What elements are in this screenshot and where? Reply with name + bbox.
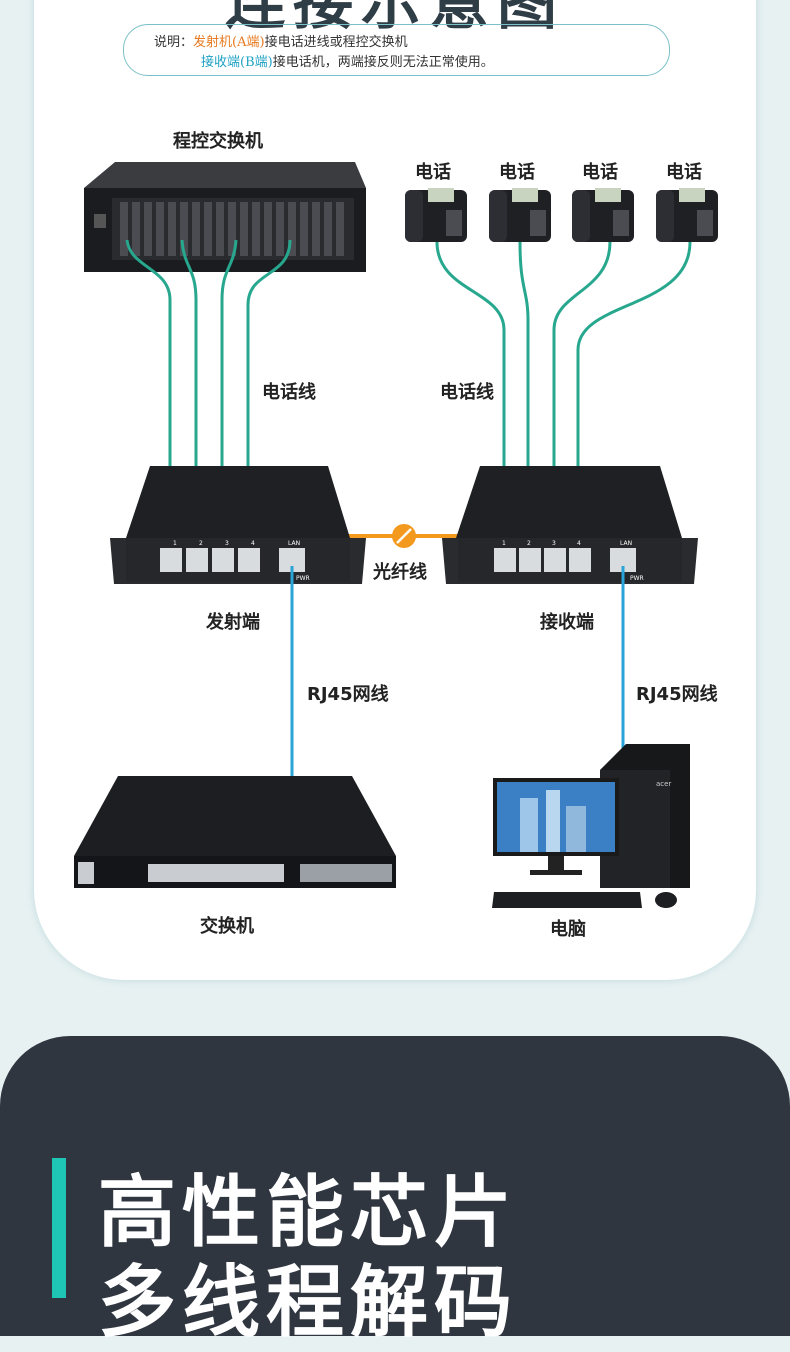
pbx-phone-wires xyxy=(125,239,292,555)
switch-label: 交换机 xyxy=(200,916,254,937)
note-line1-highlight: 发射机(A端) xyxy=(193,35,265,50)
feature-title-line1: 高性能芯片 xyxy=(98,1168,519,1258)
tx-port-2: 2 xyxy=(199,540,203,547)
receiver-device xyxy=(442,466,698,584)
rx-port-2: 2 xyxy=(527,540,531,547)
page-title: 连接示意图 xyxy=(225,0,565,38)
feature-title-line2: 多线程解码 xyxy=(98,1258,519,1348)
rx-port-3: 3 xyxy=(552,540,556,547)
pbx-label: 程控交换机 xyxy=(173,131,263,152)
receiver-label: 接收端 xyxy=(540,612,594,633)
feature-accent-bar xyxy=(52,1158,66,1298)
telephone-icon xyxy=(405,188,467,242)
phone-line-label-left: 电话线 xyxy=(262,382,316,403)
connection-diagram: 1 2 3 4 LAN PWR 1 2 3 4 LAN PWR acer xyxy=(74,162,718,908)
pc-brand: acer xyxy=(656,780,671,788)
tx-lan-label: LAN xyxy=(288,540,300,547)
note-line2-highlight: 接收端(B端) xyxy=(201,55,273,70)
rx-port-4: 4 xyxy=(577,540,581,547)
telephone-icon xyxy=(572,188,634,242)
phone-label-2: 电话 xyxy=(499,162,535,183)
tx-pwr-label: PWR xyxy=(296,575,310,582)
tx-port-3: 3 xyxy=(225,540,229,547)
pbx-device xyxy=(84,162,366,272)
computer-label: 电脑 xyxy=(550,919,586,940)
note-line1-text: 接电话进线或程控交换机 xyxy=(264,35,408,50)
tx-port-1: 1 xyxy=(173,540,177,547)
telephone-icon xyxy=(656,188,718,242)
fiber-cable xyxy=(348,524,460,548)
tx-port-4: 4 xyxy=(251,540,255,547)
note-line2-text: 接电话机，两端接反则无法正常使用。 xyxy=(272,55,494,70)
usage-note: 说明：发射机(A端)接电话进线或程控交换机 接收端(B端)接电话机，两端接反则无… xyxy=(123,24,670,76)
rx-port-1: 1 xyxy=(502,540,506,547)
fiber-label: 光纤线 xyxy=(373,562,427,583)
phone-wires xyxy=(435,241,692,560)
transmitter-label: 发射端 xyxy=(206,612,260,633)
computer: acer xyxy=(492,744,690,908)
network-switch xyxy=(74,776,396,888)
rj45-label-left: RJ45网线 xyxy=(307,684,389,705)
telephone-set xyxy=(405,188,718,242)
rj45-label-right: RJ45网线 xyxy=(636,684,718,705)
telephone-icon xyxy=(489,188,551,242)
phone-label-4: 电话 xyxy=(666,162,702,183)
transmitter-device xyxy=(110,466,366,584)
phone-label-1: 电话 xyxy=(415,162,451,183)
phone-label-3: 电话 xyxy=(582,162,618,183)
note-prefix: 说明： xyxy=(154,35,194,50)
lan-cables xyxy=(290,566,625,778)
rx-pwr-label: PWR xyxy=(630,575,644,582)
phone-line-label-right: 电话线 xyxy=(440,382,494,403)
rx-lan-label: LAN xyxy=(620,540,632,547)
